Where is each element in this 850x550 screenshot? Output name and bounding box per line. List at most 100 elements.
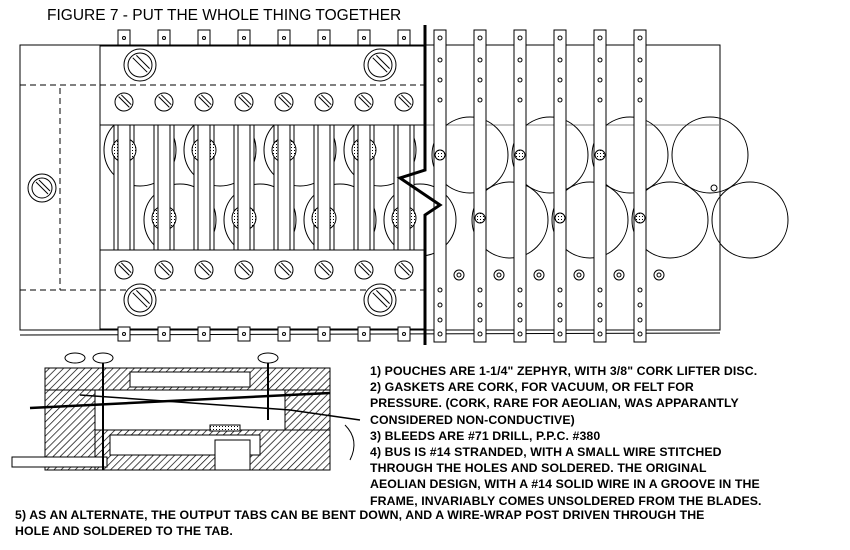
lifter-disc (209, 424, 241, 432)
screw-slot (400, 94, 412, 106)
strip-hole (597, 77, 603, 83)
tab-hole (322, 36, 326, 40)
strip-hole (517, 302, 523, 308)
screw-slot (376, 55, 390, 69)
blade-strip (277, 124, 291, 251)
screw-head-icon (64, 352, 86, 364)
screw-slot (376, 290, 390, 304)
contact-point (474, 212, 486, 224)
strip-hole (437, 77, 443, 83)
pouch-circle (471, 181, 549, 259)
screw-slot (118, 264, 130, 276)
screw-slot (318, 264, 330, 276)
bleed-hole (616, 272, 622, 278)
contact-point (514, 149, 526, 161)
contact-strip (633, 29, 647, 343)
tab-hole (282, 332, 286, 336)
strip-hole (597, 287, 603, 293)
screw-slot (198, 96, 210, 108)
output-tab (357, 29, 371, 46)
strip-hole (557, 57, 563, 63)
screw-slot (278, 96, 290, 108)
output-tab (11, 456, 108, 468)
output-tab (157, 29, 171, 46)
screw-slot (280, 94, 292, 106)
strip-hole (437, 302, 443, 308)
screw-slot (200, 262, 212, 274)
note-line: 2) GASKETS ARE CORK, FOR VACUUM, OR FELT… (370, 380, 694, 395)
note-line: 1) POUCHES ARE 1-1/4" ZEPHYR, WITH 3/8" … (370, 364, 758, 378)
screw-slot (35, 181, 49, 195)
strip-hole (477, 302, 483, 308)
note-line: 4) BUS IS #14 STRANDED, WITH A SMALL WIR… (370, 445, 722, 459)
output-tab (357, 326, 371, 342)
contact-point (594, 149, 606, 161)
contact-strip (433, 29, 447, 343)
strip-hole (637, 77, 643, 83)
screw-slot (120, 262, 132, 274)
output-tab (197, 326, 211, 342)
bleed-icon (613, 269, 625, 281)
tab-hole (202, 36, 206, 40)
note-5-line-2: HOLE AND SOLDERED TO THE TAB. (15, 524, 233, 538)
tab-hole (162, 36, 166, 40)
strip-hole (437, 317, 443, 323)
tab-hole (122, 36, 126, 40)
bleed-icon (533, 269, 545, 281)
screw-slot (360, 94, 372, 106)
strip-hole (477, 331, 483, 337)
strip-hole (557, 302, 563, 308)
strip-hole (437, 57, 443, 63)
pouch-circle (711, 181, 789, 259)
screw-slot (372, 57, 388, 73)
tab-hole (282, 36, 286, 40)
strip-hole (437, 97, 443, 103)
strip-hole (557, 35, 563, 41)
strip-hole (557, 77, 563, 83)
screw-slot (358, 264, 370, 276)
screw-slot (160, 94, 172, 106)
screw-slot (160, 262, 172, 274)
contact-strip (473, 29, 487, 343)
bleed-hole (576, 272, 582, 278)
contact-strip (513, 29, 527, 343)
screw-slot (120, 94, 132, 106)
strip-hole (437, 35, 443, 41)
strip-hole (477, 35, 483, 41)
blade-strip (397, 124, 411, 251)
bleed-icon (653, 269, 665, 281)
contact-point (554, 212, 566, 224)
tab-hole (362, 332, 366, 336)
bleed-hole (536, 272, 542, 278)
note-line: FRAME, INVARIABLY COMES UNSOLDERED FROM … (370, 493, 762, 508)
screw-slot (358, 96, 370, 108)
strip-hole (517, 317, 523, 323)
tab-hole (122, 332, 126, 336)
tab-hole (402, 332, 406, 336)
screw-head-icon (92, 352, 114, 364)
output-tab (237, 326, 251, 342)
note-line: AEOLIAN DESIGN, WITH A #14 SOLID WIRE IN… (370, 477, 760, 492)
pouch-circle (671, 116, 749, 194)
blade-strip (157, 124, 171, 251)
tab-hole (162, 332, 166, 336)
strip-hole (477, 97, 483, 103)
screw-slot (398, 96, 410, 108)
blade-strip (197, 124, 211, 251)
output-tab (277, 29, 291, 46)
bleed-icon (493, 269, 505, 281)
screw-head-icon (257, 352, 279, 364)
screw-slot (198, 264, 210, 276)
pouch-circle (631, 181, 709, 259)
break-line (396, 25, 443, 345)
bleed-hole (456, 272, 462, 278)
bleed-icon (453, 269, 465, 281)
strip-hole (637, 97, 643, 103)
tab-hole (322, 332, 326, 336)
output-tab (237, 29, 251, 46)
screw-slot (136, 55, 150, 69)
screw-slot (118, 96, 130, 108)
strip-hole (597, 331, 603, 337)
strip-hole (557, 97, 563, 103)
screw-slot (158, 96, 170, 108)
